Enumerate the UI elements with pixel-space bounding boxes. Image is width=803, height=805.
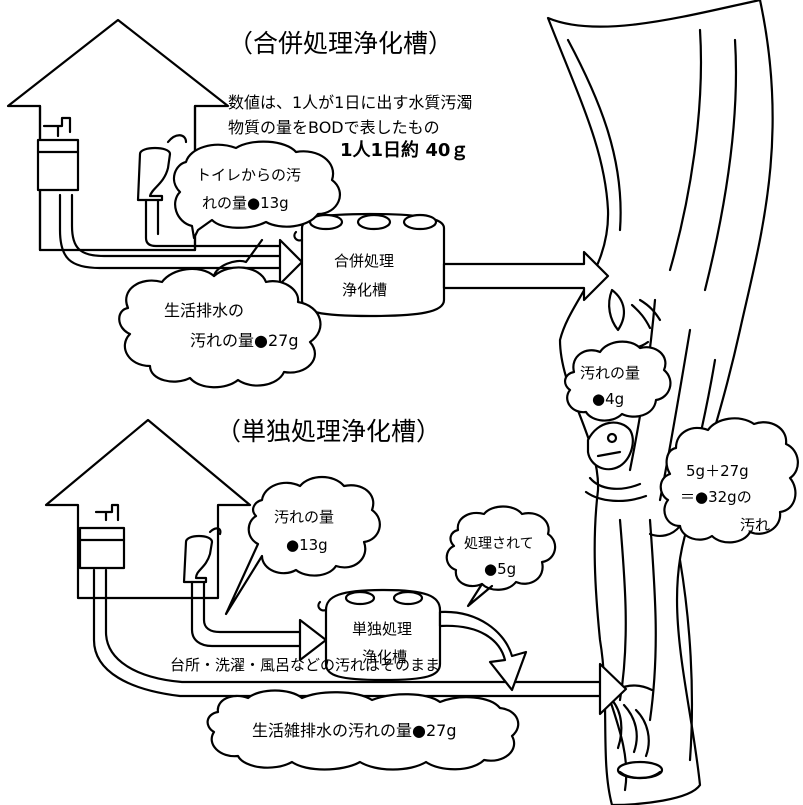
single-tank-line-1: 単独処理 xyxy=(352,620,412,638)
river xyxy=(546,0,774,805)
combined-tank xyxy=(293,212,610,318)
single-tank-line-2: 浄化槽 xyxy=(362,648,407,666)
note-total: 1人1日約 40ｇ xyxy=(340,139,468,161)
toilet-bubble-bottom-line-2: ●13g xyxy=(286,536,328,554)
single-title: （単独処理浄化槽） xyxy=(216,417,441,446)
total-bubble-line-2: ＝●32gの xyxy=(680,488,752,506)
toilet-bubble-top-line-2: れの量●13g xyxy=(202,194,289,212)
single-labels: （単独処理浄化槽） 汚れの量 ●13g 処理されて ●5g 単独処理 浄化槽 台… xyxy=(170,417,770,740)
toilet-bubble-bottom-line-1: 汚れの量 xyxy=(274,508,334,526)
river-bubble-line-2: ●4g xyxy=(592,390,624,408)
toilet-bubble-top xyxy=(172,140,342,240)
greywater-bubble-bottom-text: 生活雑排水の汚れの量●27g xyxy=(252,721,456,740)
bottom-pipes xyxy=(92,568,628,716)
treated-bubble xyxy=(445,505,557,608)
note-line-1: 数値は、1人が1日に出す水質汚濁 xyxy=(228,93,472,112)
total-bubble-line-1: 5g＋27g xyxy=(686,462,749,480)
combined-title: （合併処理浄化槽） xyxy=(228,29,453,58)
combined-labels: （合併処理浄化槽） 数値は、1人が1日に出す水質汚濁 物質の量をBODで表したも… xyxy=(164,29,640,408)
note-line-2: 物質の量をBODで表したもの xyxy=(228,118,440,137)
greywater-bubble-bottom xyxy=(206,689,520,771)
combined-tank-line-1: 合併処理 xyxy=(334,252,394,270)
greywater-bubble-top-line-2: 汚れの量●27g xyxy=(190,331,298,350)
river-bubble-line-1: 汚れの量 xyxy=(580,364,640,382)
top-pipes xyxy=(58,193,304,286)
greywater-bubble-top-line-1: 生活排水の xyxy=(164,301,244,320)
total-bubble xyxy=(648,417,799,544)
single-tank xyxy=(317,588,528,692)
toilet-bubble-top-line-1: トイレからの汚 xyxy=(196,166,301,184)
treated-bubble-line-1: 処理されて xyxy=(464,536,534,552)
combined-tank-line-2: 浄化槽 xyxy=(342,281,387,299)
toilet-bubble-bottom xyxy=(224,475,381,616)
treated-bubble-line-2: ●5g xyxy=(484,560,516,578)
bottom-house xyxy=(44,418,252,600)
river-bubble-top xyxy=(564,340,672,422)
greywater-bubble-top xyxy=(118,238,322,389)
top-house xyxy=(6,18,230,252)
total-bubble-line-3: 汚れ xyxy=(740,516,770,534)
kitchen-note: 台所・洗濯・風呂などの汚れはそのまま xyxy=(170,656,440,674)
